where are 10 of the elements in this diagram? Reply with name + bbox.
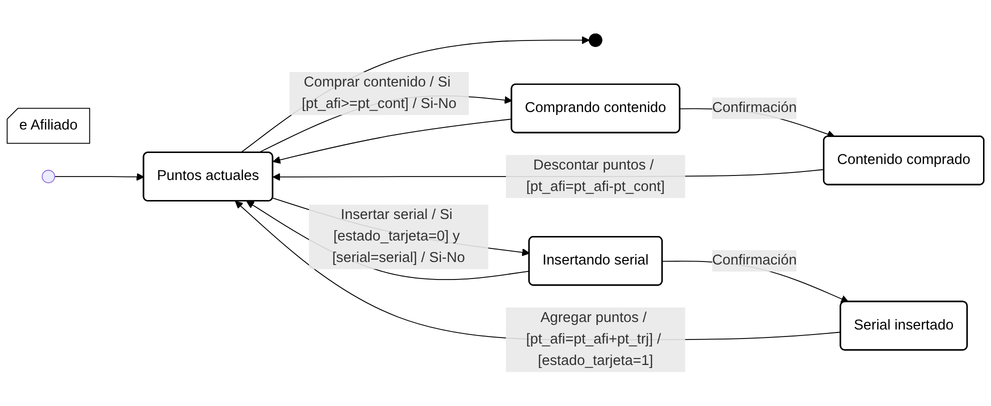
edge-label: Confirmación <box>712 100 797 116</box>
arrow <box>272 118 512 164</box>
edge-label: Comprar contenido / Si [pt_afi>=pt_cont] / Si-No <box>302 74 457 112</box>
edge-label: Insertar serial / Si [estado_tarjeta=0] y [serial=serial] / Si-No <box>332 207 466 266</box>
edge-label: Confirmación <box>712 252 797 268</box>
edge-label: Descontar puntos / [pt_afi=pt_afi-pt_cont] <box>526 158 665 194</box>
arrow <box>234 200 842 340</box>
edge-label: Agregar puntos / [pt_afi=pt_afi+pt_trj] / [estado_tarjeta=1] <box>526 310 661 369</box>
arrow <box>54 172 144 181</box>
node-circle <box>42 170 56 184</box>
